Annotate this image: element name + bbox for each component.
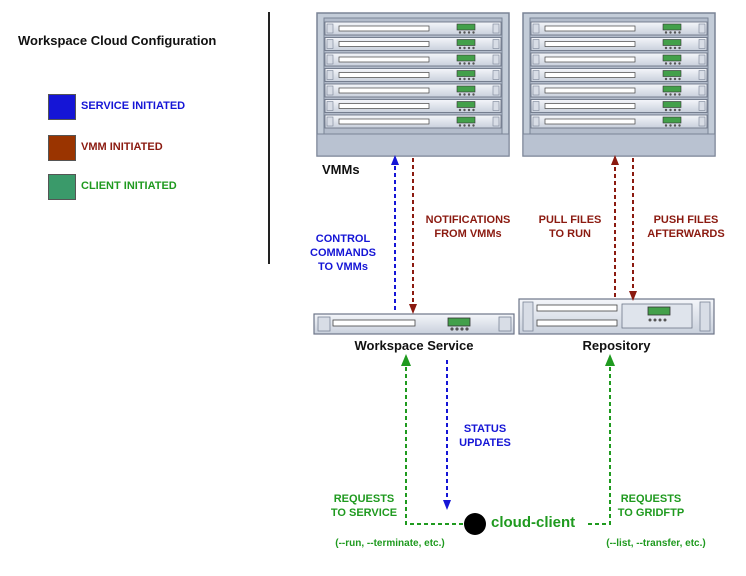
- server-unit: [324, 37, 502, 51]
- server-unit: [324, 99, 502, 113]
- requests-to-service-arrow: [401, 354, 463, 525]
- server-unit: [324, 21, 502, 36]
- workspace-service-unit: [313, 313, 515, 335]
- server-unit: [530, 114, 708, 129]
- server-unit: [324, 83, 502, 98]
- legend-swatch-client: [48, 174, 76, 200]
- gridftp-args-note: (--list, --transfer, etc.): [606, 538, 706, 549]
- server-unit: [530, 37, 708, 51]
- repository-label: Repository: [582, 338, 651, 353]
- legend-swatch-service: [48, 94, 76, 120]
- server-unit: [324, 114, 502, 129]
- vmm-rack: [316, 12, 510, 157]
- workspace-service-label: Workspace Service: [354, 338, 474, 353]
- legend-label-service: SERVICE INITIATED: [81, 100, 186, 112]
- diagram-title: Workspace Cloud Configuration: [18, 33, 217, 48]
- service-args-note: (--run, --terminate, etc.): [335, 538, 445, 549]
- legend-label-vmm: VMM INITIATED: [81, 141, 163, 153]
- server-unit: [324, 68, 502, 82]
- requests-to-gridftp-arrow: [588, 354, 615, 525]
- repository-rack: [522, 12, 716, 157]
- cloud-client-label: cloud-client: [491, 514, 576, 531]
- legend-swatch-vmm: [48, 135, 76, 161]
- vmms-label: VMMs: [322, 162, 360, 177]
- server-unit: [530, 99, 708, 113]
- cloud-client-node: [464, 513, 486, 535]
- repository-unit: [518, 298, 715, 335]
- server-unit: [530, 83, 708, 98]
- server-unit: [530, 21, 708, 36]
- server-unit: [324, 52, 502, 67]
- divider-line: [268, 12, 270, 264]
- server-unit: [530, 68, 708, 82]
- server-unit: [530, 52, 708, 67]
- legend-label-client: CLIENT INITIATED: [81, 180, 177, 192]
